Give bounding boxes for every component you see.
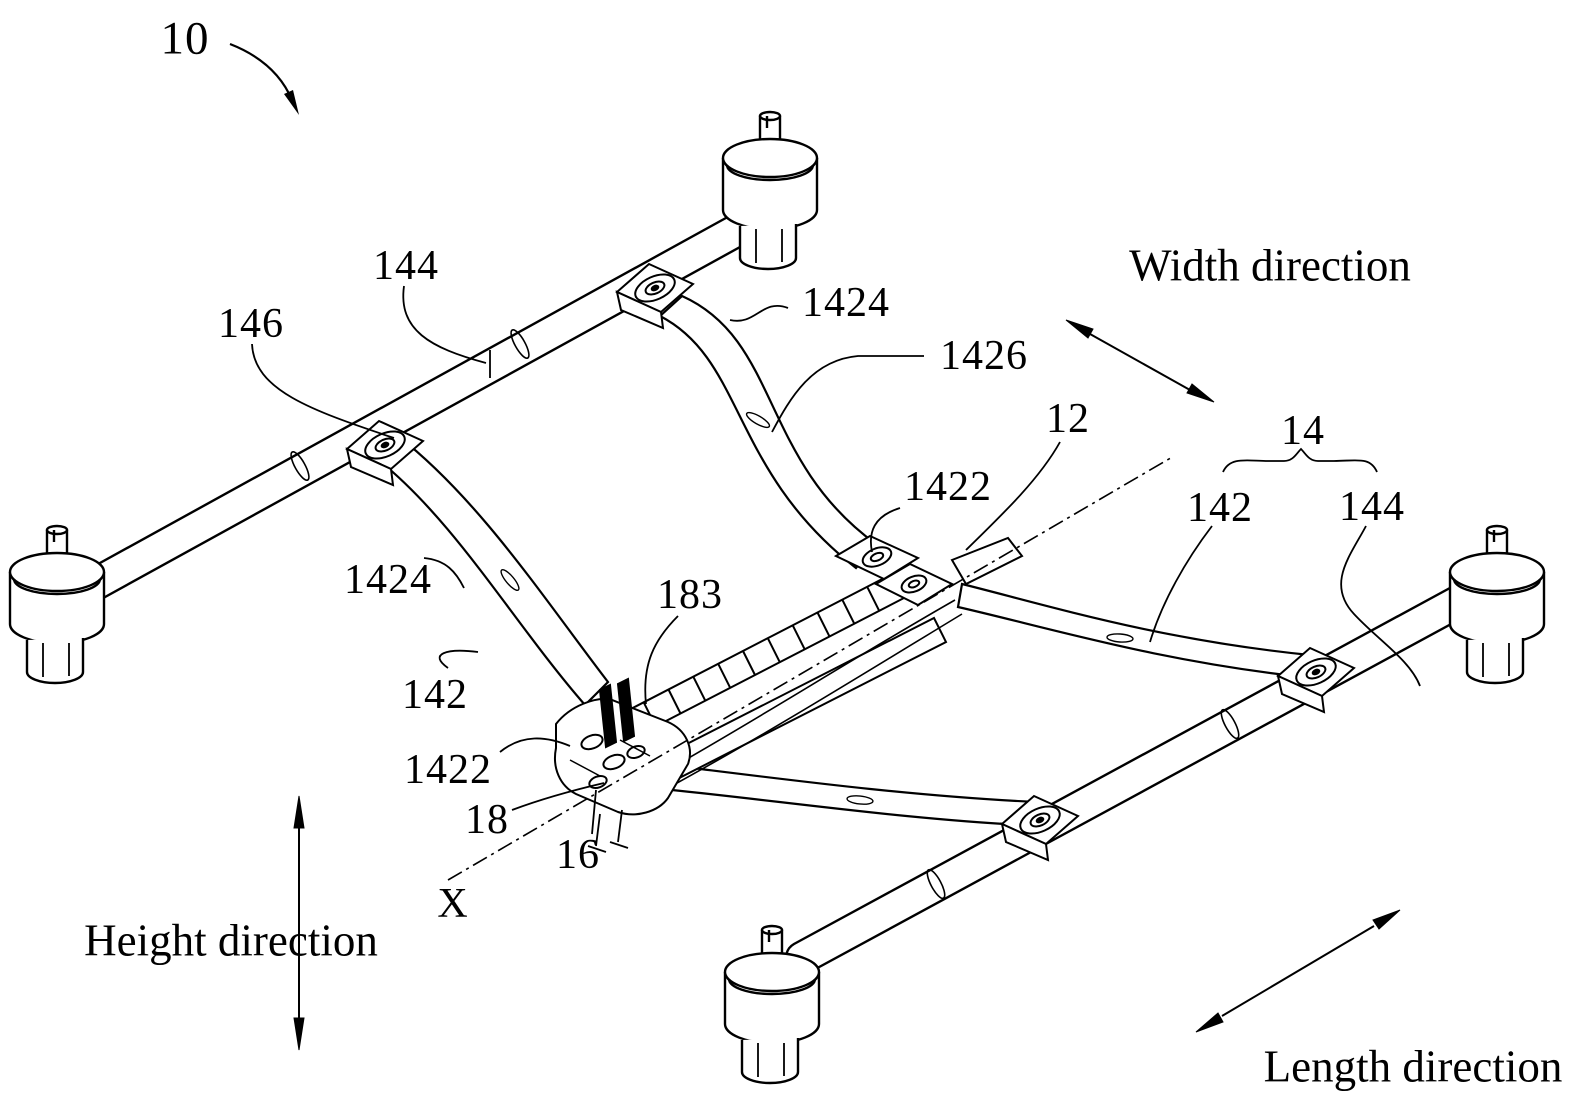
leader-142-right xyxy=(1149,525,1213,643)
foot-damper-right xyxy=(1448,524,1546,685)
width-direction-arrow xyxy=(1065,319,1215,403)
leader-1422-right xyxy=(870,507,901,553)
leader-12 xyxy=(965,441,1061,551)
direction-label-length: Length direction xyxy=(1263,1041,1563,1092)
ref-label-axis-x: X xyxy=(437,881,469,927)
ref-label-1422-right: 1422 xyxy=(904,464,992,510)
ref-label-1426: 1426 xyxy=(940,333,1028,379)
ref-label-142-right: 142 xyxy=(1187,485,1253,531)
leader-16 xyxy=(591,789,597,835)
pointer-arrow-10 xyxy=(229,42,299,115)
ref-label-10: 10 xyxy=(160,12,210,65)
handle-post-183 xyxy=(598,683,618,749)
arm-tubes-142 xyxy=(374,294,1314,828)
carrier-plate-12 xyxy=(950,536,1024,586)
ref-label-142-left: 142 xyxy=(402,672,468,718)
direction-label-height: Height direction xyxy=(84,915,378,966)
ref-label-183: 183 xyxy=(657,572,723,618)
height-direction-arrow xyxy=(293,795,305,1051)
center-mechanism xyxy=(554,534,1024,853)
arm-tube-1426 xyxy=(658,294,878,570)
leader-144-right xyxy=(1340,525,1421,687)
leader-142-left xyxy=(438,649,479,669)
length-direction-arrow xyxy=(1195,909,1401,1033)
ref-label-144-top: 144 xyxy=(373,243,439,289)
ref-label-12: 12 xyxy=(1046,396,1090,442)
link-rod xyxy=(667,613,963,789)
ref-label-1424-left: 1424 xyxy=(344,557,432,603)
ref-label-18: 18 xyxy=(465,797,509,843)
ref-label-14: 14 xyxy=(1281,408,1325,454)
link-rod xyxy=(663,599,956,773)
leader-1426 xyxy=(771,355,924,433)
handle-post-183 xyxy=(616,677,636,743)
leader-1422-left xyxy=(499,737,571,753)
leader-146 xyxy=(251,343,395,439)
ref-label-1422-left: 1422 xyxy=(404,747,492,793)
foot-damper-left xyxy=(8,524,106,685)
ref-label-144-right: 144 xyxy=(1339,484,1405,530)
ref-label-146: 146 xyxy=(218,301,284,347)
leader-1424-top xyxy=(729,305,789,322)
leader-183 xyxy=(644,615,679,705)
leader-1424-left xyxy=(423,557,465,589)
mount-legs xyxy=(587,809,629,853)
direction-label-width: Width direction xyxy=(1129,240,1411,291)
leader-18 xyxy=(511,782,605,811)
arm-tube-right xyxy=(956,582,1314,680)
leader-lines xyxy=(251,285,1421,835)
axis-line-x xyxy=(447,455,1175,881)
leader-144-top xyxy=(402,285,487,364)
ref-label-1424-top: 1424 xyxy=(802,280,890,326)
brace-14 xyxy=(1222,447,1378,473)
ref-label-16: 16 xyxy=(556,832,600,878)
